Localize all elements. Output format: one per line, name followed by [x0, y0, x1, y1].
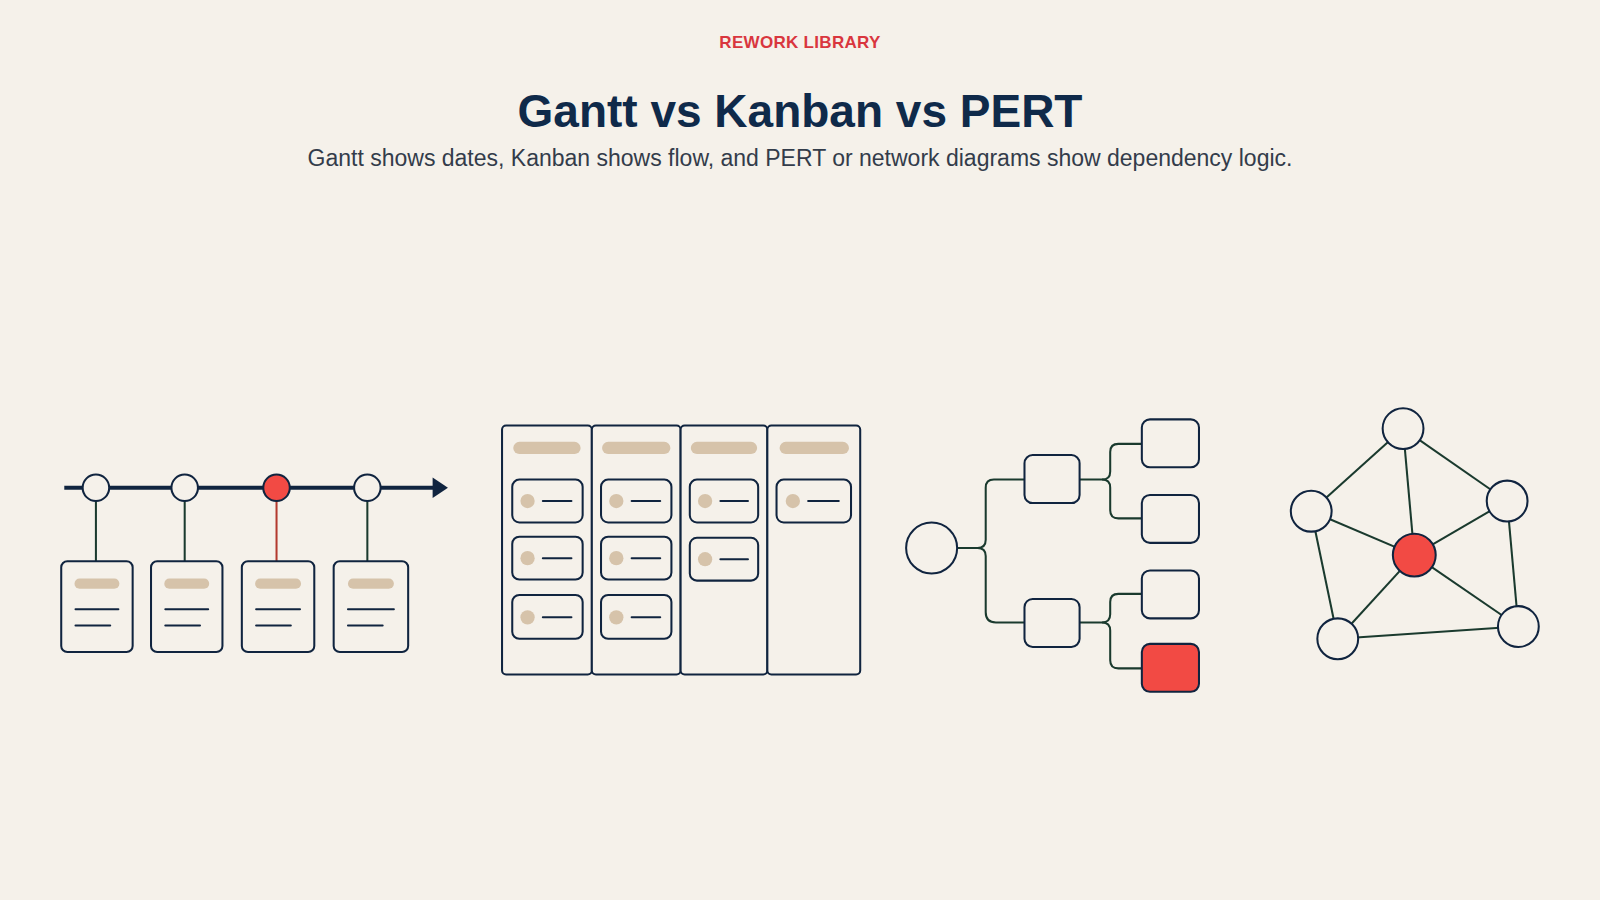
kanban-column — [681, 426, 768, 675]
card-bar — [169, 579, 204, 589]
network-circle — [1498, 606, 1539, 647]
tree-box — [1142, 644, 1199, 692]
card-dot — [698, 494, 712, 508]
column-header-bar — [519, 442, 574, 454]
task-card — [151, 561, 222, 652]
kanban-card — [512, 480, 582, 523]
card-dot — [520, 494, 534, 508]
tree-box — [1024, 455, 1079, 503]
card-bar — [260, 579, 296, 589]
card-dot — [609, 610, 623, 624]
kanban-card — [777, 480, 851, 523]
kanban-details — [519, 448, 842, 625]
tree-connectors — [957, 444, 1142, 668]
network-link — [1338, 627, 1519, 639]
task-card — [334, 561, 408, 652]
column-header-bar — [697, 442, 751, 454]
card-details — [76, 584, 394, 626]
kanban-card — [512, 595, 582, 639]
tree-box — [1024, 599, 1079, 647]
network-circle — [1383, 408, 1424, 449]
card-line — [720, 500, 748, 502]
kanban-card — [690, 538, 758, 581]
card-bar — [353, 579, 389, 589]
network-circle — [1317, 618, 1358, 659]
card-line — [165, 608, 208, 610]
branch-line — [1080, 444, 1142, 480]
branch-line — [1102, 622, 1142, 668]
kanban-column — [767, 426, 860, 675]
milestone-circle — [263, 474, 290, 501]
card-dot — [520, 551, 534, 565]
card-line — [348, 624, 383, 626]
eyebrow-label: REWORK LIBRARY — [0, 33, 1600, 53]
kanban-card — [512, 537, 582, 580]
branch-line — [957, 480, 1024, 548]
card-dot — [609, 551, 623, 565]
card-line — [76, 608, 119, 610]
card-line — [256, 608, 300, 610]
branch-line — [1102, 480, 1142, 519]
root-circle — [906, 522, 957, 573]
network-circle — [1393, 534, 1436, 577]
kanban-card — [601, 595, 671, 639]
page-title: Gantt vs Kanban vs PERT — [0, 84, 1600, 138]
network-circle — [1291, 491, 1332, 532]
branch-line — [1080, 594, 1142, 623]
column-header-bar — [608, 442, 664, 454]
branch-line — [978, 548, 1025, 622]
card-line — [632, 616, 661, 618]
network-links — [1311, 429, 1518, 639]
kanban-column — [592, 426, 681, 675]
tree-shapes — [906, 419, 1199, 691]
tree-box — [1142, 495, 1199, 543]
card-dot — [786, 494, 800, 508]
milestone-circle — [83, 474, 110, 501]
column-header-bar — [786, 442, 843, 454]
card-line — [543, 616, 572, 618]
card-line — [256, 624, 291, 626]
kanban-column — [502, 426, 592, 675]
kanban-board — [502, 426, 860, 675]
card-dot — [698, 552, 712, 566]
card-line — [720, 558, 748, 560]
tree-box — [1142, 419, 1199, 467]
kanban-card — [601, 537, 671, 580]
timeline-arrowhead — [433, 478, 448, 498]
card-line — [348, 608, 394, 610]
card-dot — [609, 494, 623, 508]
card-line — [632, 557, 661, 559]
tree-box — [1142, 570, 1199, 618]
card-line — [76, 624, 111, 626]
card-line — [808, 500, 839, 502]
network-circle — [1487, 481, 1528, 522]
card-dot — [520, 610, 534, 624]
card-line — [543, 557, 572, 559]
card-line — [632, 500, 661, 502]
timeline-group — [61, 474, 448, 652]
task-card — [61, 561, 132, 652]
task-card — [242, 561, 314, 652]
kanban-card — [690, 480, 758, 523]
kanban-card — [601, 480, 671, 523]
milestone-circle — [354, 474, 381, 501]
card-line — [543, 500, 572, 502]
card-line — [165, 624, 200, 626]
network-nodes — [1291, 408, 1539, 659]
milestone-circle — [171, 474, 198, 501]
page-caption: Gantt shows dates, Kanban shows flow, an… — [0, 145, 1600, 172]
card-bar — [80, 579, 115, 589]
